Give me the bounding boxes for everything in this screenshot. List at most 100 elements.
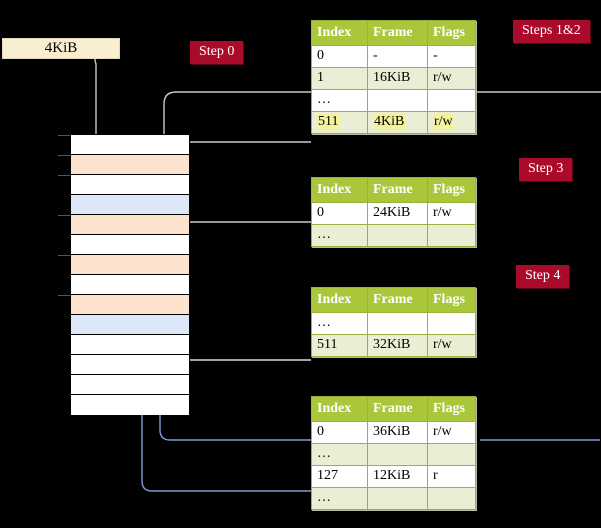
cell-flags: r/w	[427, 111, 476, 134]
cell-index: 0	[311, 421, 368, 444]
cell-index: …	[311, 487, 368, 510]
memory-row	[71, 395, 189, 415]
cell-index: 511	[311, 334, 368, 357]
table-row: 0 36KiB r/w	[311, 421, 476, 444]
table-row: …	[311, 312, 476, 335]
column-header-frame: Frame	[367, 396, 428, 422]
cell-frame: 16KiB	[367, 67, 428, 90]
highlight: r/w	[433, 114, 454, 130]
page-size-label: 4KiB	[2, 38, 120, 59]
memory-tick	[58, 215, 71, 216]
memory-row	[71, 175, 189, 195]
page-table-pml4: Index Frame Flags 0 - - 1 16KiB r/w …	[311, 20, 476, 134]
cell-index: 0	[311, 202, 368, 225]
cell-frame: 24KiB	[367, 202, 428, 225]
cell-index: 511	[311, 111, 368, 134]
column-header-frame: Frame	[367, 177, 428, 203]
cell-flags	[427, 224, 476, 247]
column-header-index: Index	[311, 287, 368, 313]
cell-flags: r/w	[427, 421, 476, 444]
table-row: 0 24KiB r/w	[311, 202, 476, 225]
memory-row	[71, 355, 189, 375]
cell-index: …	[311, 224, 368, 247]
memory-row	[71, 235, 189, 255]
cell-frame	[367, 487, 428, 510]
step-label-4: Step 4	[516, 265, 570, 288]
memory-tick	[58, 175, 71, 176]
page-size-text: 4KiB	[44, 40, 78, 56]
cell-flags	[427, 89, 476, 112]
cell-flags: -	[427, 45, 476, 68]
cell-frame: 36KiB	[367, 421, 428, 444]
column-header-frame: Frame	[367, 20, 428, 46]
cell-flags: r/w	[427, 334, 476, 357]
memory-tick	[58, 295, 71, 296]
memory-tick	[58, 135, 71, 136]
page-table-pt: Index Frame Flags 0 36KiB r/w … 127 12Ki…	[311, 396, 476, 510]
column-header-flags: Flags	[427, 20, 476, 46]
cell-flags	[427, 443, 476, 466]
table-header-row: Index Frame Flags	[311, 177, 476, 203]
cell-frame	[367, 312, 428, 335]
step-label-3: Step 3	[519, 158, 573, 181]
cell-frame: 12KiB	[367, 465, 428, 488]
table-header-row: Index Frame Flags	[311, 396, 476, 422]
highlight: 511	[317, 114, 340, 130]
highlight: 4KiB	[373, 114, 406, 130]
memory-column	[70, 134, 190, 415]
cell-index: …	[311, 312, 368, 335]
cell-flags: r/w	[427, 67, 476, 90]
column-header-index: Index	[311, 20, 368, 46]
cell-frame	[367, 89, 428, 112]
table-row: …	[311, 89, 476, 112]
cell-index: …	[311, 443, 368, 466]
memory-row	[71, 135, 189, 155]
table-row: 511 32KiB r/w	[311, 334, 476, 357]
cell-index: 127	[311, 465, 368, 488]
column-header-index: Index	[311, 396, 368, 422]
memory-row	[71, 315, 189, 335]
memory-tick	[58, 255, 71, 256]
cell-frame	[367, 443, 428, 466]
table-row-highlighted: 511 4KiB r/w	[311, 111, 476, 134]
memory-row	[71, 215, 189, 235]
step-label-0: Step 0	[190, 41, 244, 64]
wire-pd-to-memory	[179, 347, 311, 361]
cell-index: 1	[311, 67, 368, 90]
table-row: 0 - -	[311, 45, 476, 68]
memory-tick	[58, 155, 71, 156]
memory-row	[71, 155, 189, 175]
wire-pml4-to-memory	[175, 141, 311, 267]
table-row: …	[311, 443, 476, 466]
step-label-1and2: Steps 1&2	[513, 20, 590, 43]
cell-frame: 4KiB	[367, 111, 428, 134]
cell-frame: -	[367, 45, 428, 68]
cell-flags	[427, 312, 476, 335]
wire-pdpt-to-memory	[179, 221, 311, 303]
table-row: 1 16KiB r/w	[311, 67, 476, 90]
memory-row	[71, 255, 189, 275]
column-header-index: Index	[311, 177, 368, 203]
column-header-flags: Flags	[427, 177, 476, 203]
cell-index: …	[311, 89, 368, 112]
column-header-frame: Frame	[367, 287, 428, 313]
memory-row	[71, 295, 189, 315]
table-row: 127 12KiB r	[311, 465, 476, 488]
memory-row	[71, 195, 189, 215]
cell-frame	[367, 224, 428, 247]
cell-flags: r	[427, 465, 476, 488]
page-table-pd: Index Frame Flags … 511 32KiB r/w	[311, 287, 476, 357]
column-header-flags: Flags	[427, 396, 476, 422]
table-header-row: Index Frame Flags	[311, 287, 476, 313]
memory-row	[71, 275, 189, 295]
table-header-row: Index Frame Flags	[311, 20, 476, 46]
memory-row	[71, 375, 189, 395]
table-row: …	[311, 487, 476, 510]
cell-frame: 32KiB	[367, 334, 428, 357]
table-row: …	[311, 224, 476, 247]
cell-flags	[427, 487, 476, 510]
cell-flags: r/w	[427, 202, 476, 225]
page-table-pdpt: Index Frame Flags 0 24KiB r/w …	[311, 177, 476, 247]
column-header-flags: Flags	[427, 287, 476, 313]
